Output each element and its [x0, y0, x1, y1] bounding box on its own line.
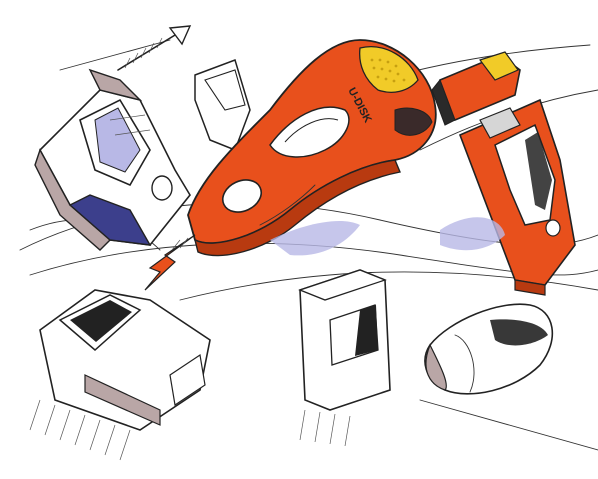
device-sketch-top-left: [34, 68, 191, 251]
device-sketch-orange-right: [431, 51, 576, 296]
shadow-right-device: [440, 217, 505, 251]
arrow-orange-sketch: [144, 234, 196, 291]
device-sketch-outline-small: [194, 59, 251, 151]
device-sketch-bottom-center: [298, 269, 391, 447]
device-sketch-bottom-left: [29, 289, 211, 461]
shadow-main-device: [270, 220, 360, 256]
device-sketch-u-disk-main: U-DISK: [187, 39, 437, 257]
arrow-top-sketch: [117, 25, 192, 71]
device-sketch-bottom-right: [419, 303, 598, 451]
